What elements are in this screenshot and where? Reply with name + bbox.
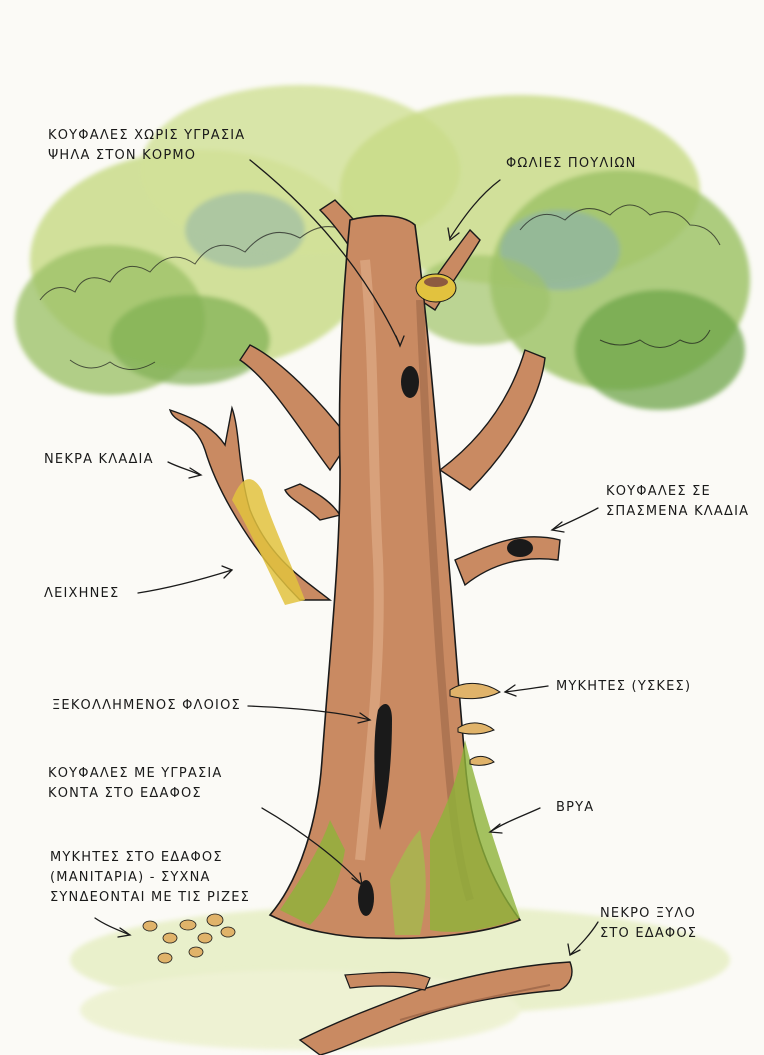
label-bird-nests: ΦΩΛΙΕΣ ΠΟΥΛΙΩΝ xyxy=(506,154,637,174)
leader-dead-branches xyxy=(168,462,200,475)
leader-moss xyxy=(490,808,540,832)
label-wet-hollows: ΚΟΥΦΑΛΕΣ ΜΕ ΥΓΡΑΣΙΑ ΚΟΝΤΑ ΣΤΟ ΕΔΑΦΟΣ xyxy=(48,764,223,804)
label-dry-hollows-line-1: ΚΟΥΦΑΛΕΣ ΧΩΡΙΣ ΥΓΡΑΣΙΑ xyxy=(48,126,245,146)
label-broken-branch-hollows: ΚΟΥΦΑΛΕΣ ΣΕ ΣΠΑΣΜΕΝΑ ΚΛΑΔΙΑ xyxy=(606,482,749,522)
label-loose-bark: ΞΕΚΟΛΛΗΜΕΝΟΣ ΦΛΟΙΟΣ xyxy=(52,696,241,716)
bird-nest xyxy=(416,274,456,302)
label-dead-wood-line-1: ΝΕΚΡΟ ΞΥΛΟ xyxy=(600,904,697,924)
label-dead-wood: ΝΕΚΡΟ ΞΥΛΟ ΣΤΟ ΕΔΑΦΟΣ xyxy=(600,904,697,944)
label-dry-hollows: ΚΟΥΦΑΛΕΣ ΧΩΡΙΣ ΥΓΡΑΣΙΑ ΨΗΛΑ ΣΤΟΝ ΚΟΡΜΟ xyxy=(48,126,245,166)
label-broken-branch-hollows-line-1: ΚΟΥΦΑΛΕΣ ΣΕ xyxy=(606,482,749,502)
label-lichens: ΛΕΙΧΗΝΕΣ xyxy=(44,584,119,604)
label-moss: ΒΡΥΑ xyxy=(556,798,594,818)
leader-lichens xyxy=(138,570,232,593)
label-dead-wood-line-2: ΣΤΟ ΕΔΑΦΟΣ xyxy=(600,924,697,944)
leader-ground-fungi xyxy=(95,918,130,935)
label-ground-fungi: ΜΥΚΗΤΕΣ ΣΤΟ ΕΔΑΦΟΣ (ΜΑΝΙΤΑΡΙΑ) - ΣΥΧΝΑ Σ… xyxy=(50,848,250,908)
label-fungi-brackets: ΜΥΚΗΤΕΣ (ΥΣΚΕΣ) xyxy=(556,677,691,697)
label-ground-fungi-line-1: ΜΥΚΗΤΕΣ ΣΤΟ ΕΔΑΦΟΣ xyxy=(50,848,250,868)
label-wet-hollows-line-1: ΚΟΥΦΑΛΕΣ ΜΕ ΥΓΡΑΣΙΑ xyxy=(48,764,223,784)
label-ground-fungi-line-2: (ΜΑΝΙΤΑΡΙΑ) - ΣΥΧΝΑ xyxy=(50,868,250,888)
leader-broken-hollows xyxy=(552,508,598,530)
label-dry-hollows-line-2: ΨΗΛΑ ΣΤΟΝ ΚΟΡΜΟ xyxy=(48,146,245,166)
label-dead-branches: ΝΕΚΡΑ ΚΛΑΔΙΑ xyxy=(44,450,154,470)
label-wet-hollows-line-2: ΚΟΝΤΑ ΣΤΟ ΕΔΑΦΟΣ xyxy=(48,784,223,804)
label-ground-fungi-line-3: ΣΥΝΔΕΟΝΤΑΙ ΜΕ ΤΙΣ ΡΙΖΕΣ xyxy=(50,888,250,908)
label-broken-branch-hollows-line-2: ΣΠΑΣΜΕΝΑ ΚΛΑΔΙΑ xyxy=(606,502,749,522)
